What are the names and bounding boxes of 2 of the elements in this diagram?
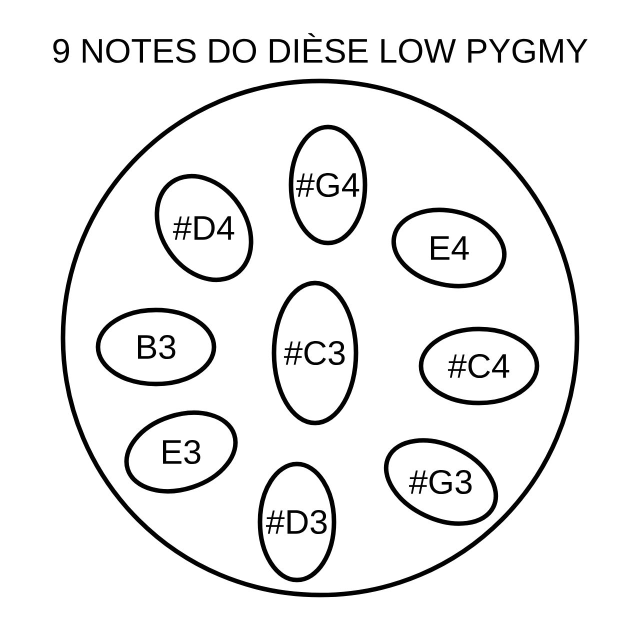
title: 9 NOTES DO DIÈSE LOW PYGMY bbox=[53, 33, 588, 63]
pan-circle bbox=[60, 78, 580, 598]
